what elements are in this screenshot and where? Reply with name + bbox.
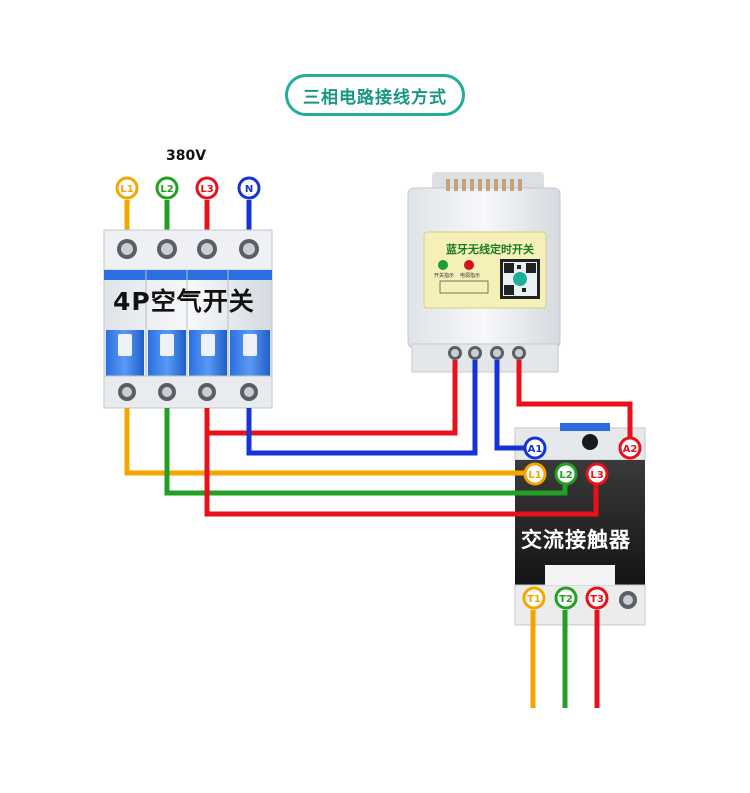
wire-n <box>246 360 524 456</box>
breaker-terminal-n: N <box>237 176 261 200</box>
qr-code <box>500 259 540 299</box>
svg-text:L2: L2 <box>559 470 572 481</box>
breaker-input-wires <box>124 200 252 232</box>
wire-l3 <box>204 360 633 708</box>
svg-text:T2: T2 <box>559 594 573 605</box>
diagram-title: 三相电路接线方式 <box>285 74 465 116</box>
breaker-top-screws <box>117 239 259 259</box>
svg-text:A1: A1 <box>528 444 543 455</box>
svg-text:L1: L1 <box>120 184 133 195</box>
breaker-terminal-l1: L1 <box>115 176 139 200</box>
contactor-terminal-t3: T3 <box>585 586 609 610</box>
breaker-4p <box>103 229 273 409</box>
svg-text:N: N <box>245 184 253 195</box>
wire-l1 <box>124 408 536 708</box>
terminal-markers: L1 L2 L3 N A1 A2 L1 L2 <box>115 176 642 610</box>
svg-text:L2: L2 <box>160 184 173 195</box>
contactor-terminal-a1: A1 <box>523 436 547 460</box>
led-label-switch: 开关指示 <box>434 273 455 279</box>
contactor-terminal-t2: T2 <box>554 586 578 610</box>
svg-text:T3: T3 <box>590 594 604 605</box>
power-led <box>438 260 448 270</box>
contactor-terminal-l2: L2 <box>554 462 578 486</box>
breaker-terminal-l2: L2 <box>155 176 179 200</box>
svg-text:L3: L3 <box>590 470 603 481</box>
contactor-terminal-l3: L3 <box>585 462 609 486</box>
timer-vents <box>446 179 522 191</box>
timer-module <box>407 172 561 373</box>
contactor-terminal-t1: T1 <box>522 586 546 610</box>
contactor-terminal-a2: A2 <box>618 436 642 460</box>
timer-title: 蓝牙无线定时开关 <box>446 243 534 256</box>
contactor-label: 交流接触器 <box>521 528 631 552</box>
switch-led <box>464 260 474 270</box>
svg-text:T1: T1 <box>527 594 541 605</box>
wire-l2 <box>164 408 568 708</box>
breaker-bottom-screws <box>118 383 258 401</box>
contactor-terminal-l1: L1 <box>523 462 547 486</box>
led-label-power: 电源指示 <box>460 273 481 279</box>
svg-text:L1: L1 <box>528 470 541 481</box>
svg-text:L3: L3 <box>200 184 213 195</box>
voltage-label: 380V <box>166 148 207 164</box>
svg-text:A2: A2 <box>623 444 638 455</box>
breaker-label: 4P空气开关 <box>113 287 255 316</box>
breaker-handles <box>106 330 270 376</box>
breaker-terminal-l3: L3 <box>195 176 219 200</box>
timer-terminals <box>448 346 526 360</box>
